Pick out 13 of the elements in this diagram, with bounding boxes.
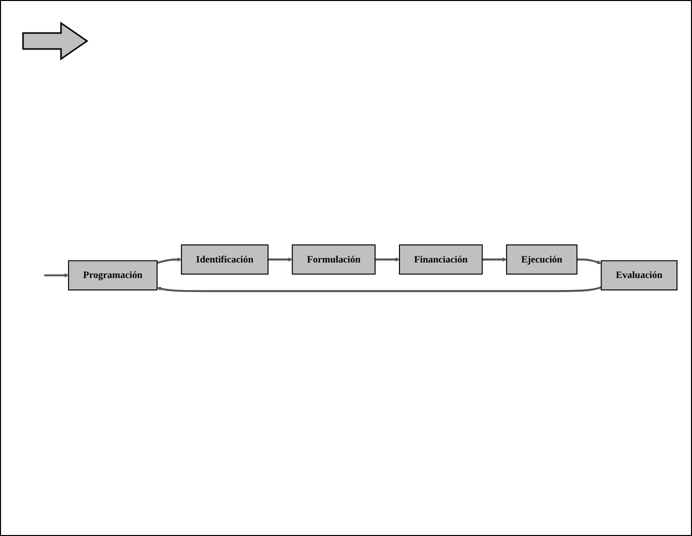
node-box: Evaluación [600,260,678,290]
arrow [576,258,602,264]
node-box: Programación [68,260,158,290]
arrow [44,273,69,278]
arrow [268,257,293,262]
arrow [156,286,602,292]
node-box: Ejecución [506,244,578,275]
arrow [482,257,507,262]
arrow [375,257,400,262]
node-box: Financiación [398,244,483,275]
arrow [156,257,182,264]
node-box: Formulación [292,244,376,275]
node-box: Identificación [180,244,268,275]
